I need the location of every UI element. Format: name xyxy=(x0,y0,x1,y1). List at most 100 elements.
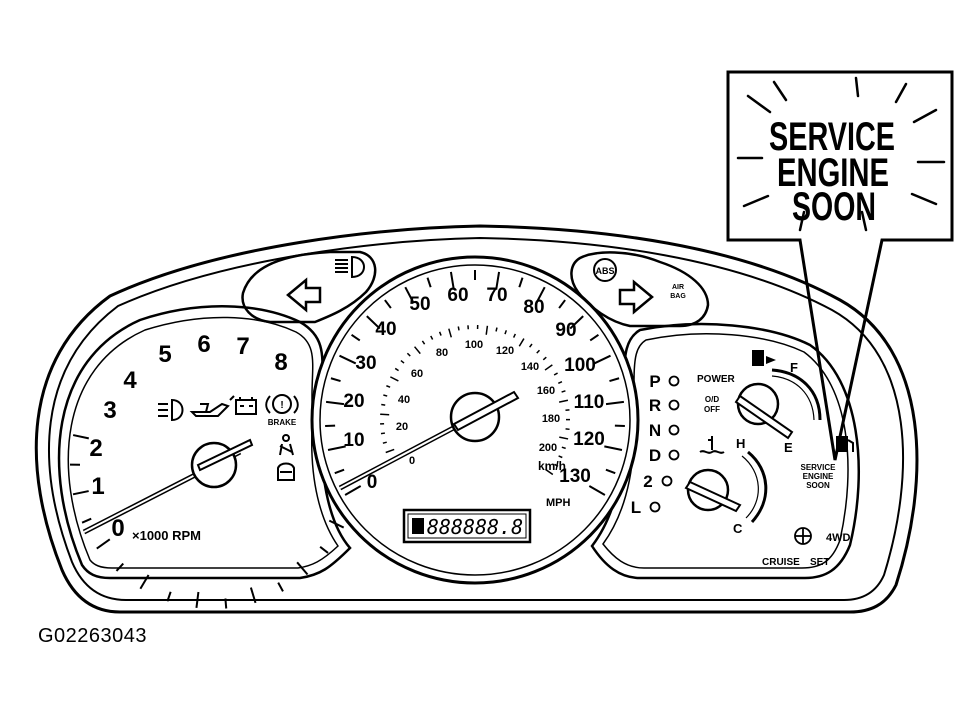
callout-line-2: ENGINE xyxy=(777,151,889,195)
mph-tick-label: 20 xyxy=(343,391,364,412)
tach-tick xyxy=(296,561,309,576)
kmh-tick xyxy=(558,399,569,403)
kmh-tick-label: 40 xyxy=(398,394,410,406)
tach-tick xyxy=(96,538,111,550)
mph-tick-label: 40 xyxy=(375,319,396,340)
right-indicator-pod: ABS AIR BAG xyxy=(570,251,710,328)
tach-tick xyxy=(72,434,90,440)
svg-text:BAG: BAG xyxy=(670,293,686,300)
mph-tick xyxy=(589,333,600,342)
svg-text:AIR: AIR xyxy=(672,284,684,291)
left-turn-arrow-icon xyxy=(286,277,322,313)
kmh-tick xyxy=(438,331,442,336)
tach-tick xyxy=(115,562,124,572)
mph-tick-label: 130 xyxy=(559,466,591,487)
callout-ray xyxy=(894,82,908,104)
tach-tick xyxy=(249,587,257,604)
oil-pressure-icon xyxy=(189,395,235,417)
callout-ray xyxy=(912,108,938,124)
mph-tick xyxy=(327,445,346,451)
gear-indicator-lamp xyxy=(668,424,680,436)
four-wd-icon xyxy=(794,527,812,545)
callout-line-3: SOON xyxy=(792,185,876,229)
kmh-tick-label: 120 xyxy=(496,345,514,357)
gear-letter: 2 xyxy=(643,472,652,491)
kmh-tick-label: 180 xyxy=(542,413,560,425)
battery-icon xyxy=(235,397,257,415)
tach-tick-label: 2 xyxy=(89,435,102,462)
kmh-tick xyxy=(561,390,566,393)
svg-text:ENGINE: ENGINE xyxy=(803,472,834,481)
mph-tick xyxy=(344,485,362,496)
airbag-indicator: AIR BAG xyxy=(670,284,686,300)
mph-tick-label: 30 xyxy=(355,353,376,374)
kmh-tick-label: 100 xyxy=(465,339,483,351)
tach-tick-label: 8 xyxy=(274,349,287,376)
callout-ray xyxy=(742,194,770,208)
kmh-tick xyxy=(495,327,498,332)
gear-indicator-lamp xyxy=(661,475,673,487)
mph-tick-label: 60 xyxy=(447,285,468,306)
tach-tick xyxy=(72,490,89,496)
gear-letter: D xyxy=(649,446,661,465)
kmh-tick-label: 140 xyxy=(521,361,539,373)
kmh-tick xyxy=(457,326,460,331)
tach-tick xyxy=(224,598,228,609)
mph-tick xyxy=(593,354,611,365)
callout-ray xyxy=(772,80,788,102)
mph-tick-label: 120 xyxy=(573,429,605,450)
mph-tick xyxy=(609,377,620,383)
mph-tick xyxy=(588,485,606,496)
tach-tick-label: 3 xyxy=(103,397,116,424)
kmh-tick xyxy=(413,346,421,355)
mph-tick xyxy=(605,468,616,475)
temp-hot-label: H xyxy=(736,436,745,451)
kmh-tick xyxy=(554,463,559,467)
gear-indicator-lamp xyxy=(668,375,680,387)
kmh-tick-label: 160 xyxy=(537,385,555,397)
speedometer-needle xyxy=(338,390,520,491)
kmh-tick xyxy=(504,330,508,335)
mph-tick-label: 0 xyxy=(367,472,378,493)
mph-tick xyxy=(330,377,341,383)
mph-tick xyxy=(605,400,625,406)
mph-tick xyxy=(569,315,584,330)
kmh-tick xyxy=(400,359,405,364)
kmh-tick xyxy=(485,325,489,335)
mph-tick-label: 110 xyxy=(574,392,605,413)
headlight-beam-icon xyxy=(335,255,365,279)
cluster-housing xyxy=(34,224,919,614)
power-label: POWER xyxy=(697,374,736,385)
tach-tick-label: 4 xyxy=(123,367,137,394)
callout-ray xyxy=(746,94,772,114)
mph-tick-label: 70 xyxy=(486,285,507,306)
kmh-tick-label: 200 xyxy=(539,442,557,454)
gear-letter: R xyxy=(649,396,661,415)
callout-line-1: SERVICE xyxy=(769,115,895,159)
kmh-tick xyxy=(553,372,558,376)
gear-letter: P xyxy=(649,372,660,391)
tach-tick-label: 1 xyxy=(91,473,104,500)
kmh-tick xyxy=(448,328,453,338)
tach-tick xyxy=(328,519,345,529)
mph-tick xyxy=(604,445,623,451)
mph-tick xyxy=(426,277,432,288)
four-wd-label: 4WD xyxy=(826,532,851,544)
mph-tick xyxy=(518,277,524,288)
callout-ray xyxy=(910,192,938,206)
kmh-tick xyxy=(529,343,533,348)
kmh-tick xyxy=(545,468,554,476)
low-beam-warning-icon xyxy=(158,398,184,422)
kmh-tick xyxy=(512,333,517,338)
callout-ray xyxy=(854,76,860,98)
kmh-tick xyxy=(390,376,399,382)
odometer-display: 888888.8 xyxy=(402,508,532,544)
left-indicator-pod xyxy=(241,250,377,324)
mph-tick-label: 80 xyxy=(523,297,544,318)
svg-text:SERVICE: SERVICE xyxy=(801,463,837,472)
kmh-tick xyxy=(559,436,569,440)
mph-unit-label: MPH xyxy=(546,497,571,509)
kmh-tick xyxy=(385,448,395,454)
